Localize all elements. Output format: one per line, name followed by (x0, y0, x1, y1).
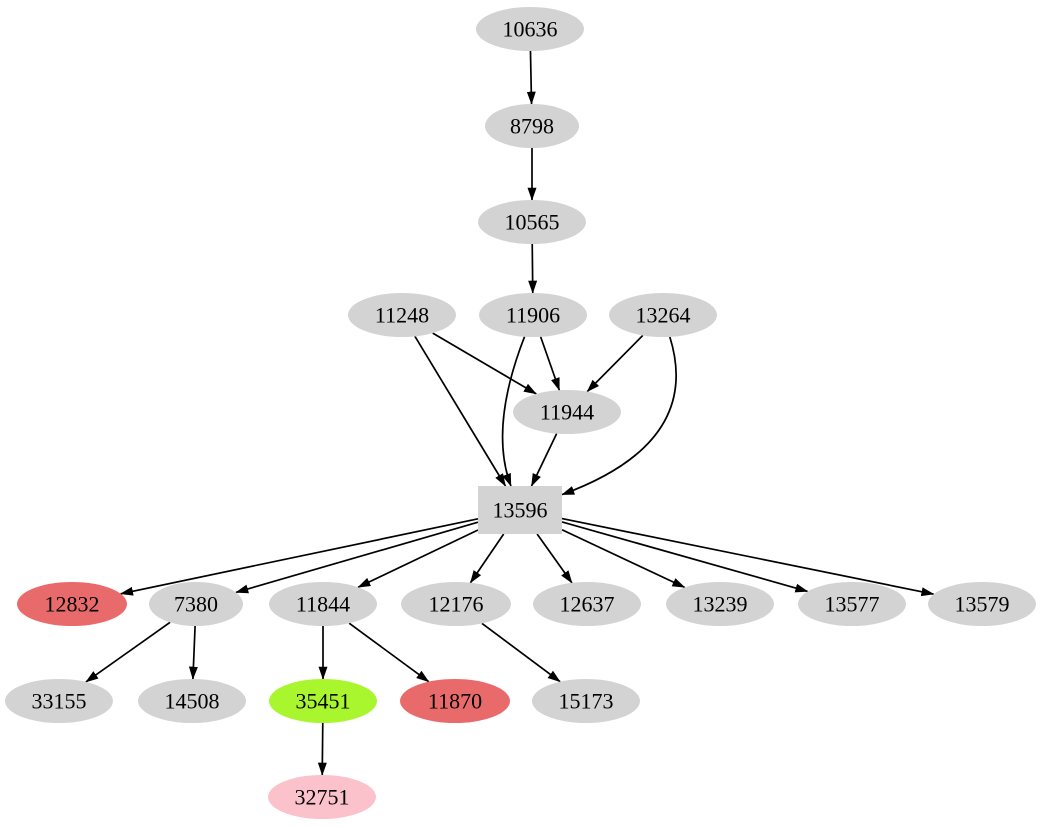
node-ellipse (485, 104, 579, 148)
edge-11906-11944 (539, 336, 561, 391)
edge-13596-7380 (235, 521, 479, 594)
node-label: 12176 (429, 591, 484, 616)
node-ellipse (609, 293, 717, 337)
edge-11944-13596 (530, 433, 558, 487)
edge-13596-12176 (469, 533, 505, 584)
node-ellipse (928, 582, 1036, 626)
node-ellipse (269, 679, 377, 723)
graph-node-13579: 13579 (928, 582, 1036, 626)
graph-node-11844: 11844 (269, 582, 377, 626)
graph-node-12176: 12176 (401, 582, 511, 626)
edge-7380-33155 (85, 621, 171, 683)
node-ellipse (533, 582, 641, 626)
graph-node-11944: 11944 (513, 390, 621, 434)
edge-13596-12832 (120, 517, 479, 596)
node-ellipse (5, 679, 113, 723)
node-label: 15173 (559, 688, 614, 713)
node-ellipse (138, 679, 246, 723)
graph-node-11906: 11906 (479, 293, 587, 337)
node-box (478, 486, 562, 534)
node-ellipse (268, 775, 376, 819)
graph-node-11870: 11870 (400, 679, 510, 723)
node-ellipse (401, 582, 511, 626)
edge-13596-11844 (357, 529, 479, 589)
node-ellipse (479, 293, 587, 337)
node-label: 8798 (510, 113, 554, 138)
graph-node-13239: 13239 (666, 582, 774, 626)
node-label: 11248 (375, 302, 429, 327)
edge-13264-11944 (586, 334, 644, 393)
edge-10636-8798 (526, 50, 536, 105)
node-label: 10565 (505, 209, 560, 234)
edge-11248-11944 (432, 332, 537, 395)
edge-layer (85, 50, 935, 776)
edge-12176-15173 (481, 622, 561, 683)
edge-11844-11870 (348, 622, 430, 683)
node-label: 14508 (165, 688, 220, 713)
node-label: 13239 (693, 591, 748, 616)
node-label: 13596 (493, 497, 548, 522)
node-label: 11844 (296, 591, 350, 616)
node-ellipse (532, 679, 640, 723)
graph-node-15173: 15173 (532, 679, 640, 723)
graph-node-13596: 13596 (478, 486, 562, 534)
node-ellipse (798, 582, 906, 626)
edge-13596-13239 (561, 528, 686, 589)
edge-11248-13596 (414, 335, 507, 487)
node-ellipse (348, 293, 456, 337)
node-label: 32751 (295, 784, 350, 809)
graph-node-8798: 8798 (485, 104, 579, 148)
graph-node-13264: 13264 (609, 293, 717, 337)
node-label: 35451 (296, 688, 351, 713)
node-label: 10636 (503, 16, 558, 41)
edge-35451-32751 (317, 722, 327, 776)
node-label: 11906 (506, 302, 560, 327)
node-ellipse (478, 200, 586, 244)
node-ellipse (666, 582, 774, 626)
graph-node-7380: 7380 (149, 582, 243, 626)
edge-7380-14508 (188, 625, 198, 680)
node-ellipse (17, 582, 127, 626)
node-label: 11944 (540, 399, 594, 424)
edge-13596-12637 (536, 533, 573, 584)
node-label: 33155 (32, 688, 87, 713)
node-label: 12637 (560, 591, 615, 616)
edge-13596-13577 (561, 521, 809, 593)
node-label: 13577 (825, 591, 880, 616)
graph-node-10565: 10565 (478, 200, 586, 244)
graph-node-13577: 13577 (798, 582, 906, 626)
edge-11906-13596 (501, 336, 526, 487)
node-layer: 10636 8798 10565 11248 11906 13264 11944 13596 1… (5, 7, 1036, 819)
graph-node-10636: 10636 (476, 7, 584, 51)
node-ellipse (269, 582, 377, 626)
edge-10565-11906 (528, 243, 538, 294)
graph-node-35451: 35451 (269, 679, 377, 723)
graph-node-33155: 33155 (5, 679, 113, 723)
node-ellipse (476, 7, 584, 51)
node-label: 12832 (45, 591, 100, 616)
graph-node-14508: 14508 (138, 679, 246, 723)
edge-13264-13596 (561, 336, 677, 496)
graph-node-32751: 32751 (268, 775, 376, 819)
graph-node-12637: 12637 (533, 582, 641, 626)
node-label: 13579 (955, 591, 1010, 616)
node-label: 11870 (428, 688, 482, 713)
node-ellipse (149, 582, 243, 626)
edge-13596-13579 (561, 517, 935, 597)
node-ellipse (513, 390, 621, 434)
graph-node-11248: 11248 (348, 293, 456, 337)
node-label: 13264 (636, 302, 691, 327)
graph-node-12832: 12832 (17, 582, 127, 626)
node-ellipse (400, 679, 510, 723)
node-label: 7380 (174, 591, 218, 616)
